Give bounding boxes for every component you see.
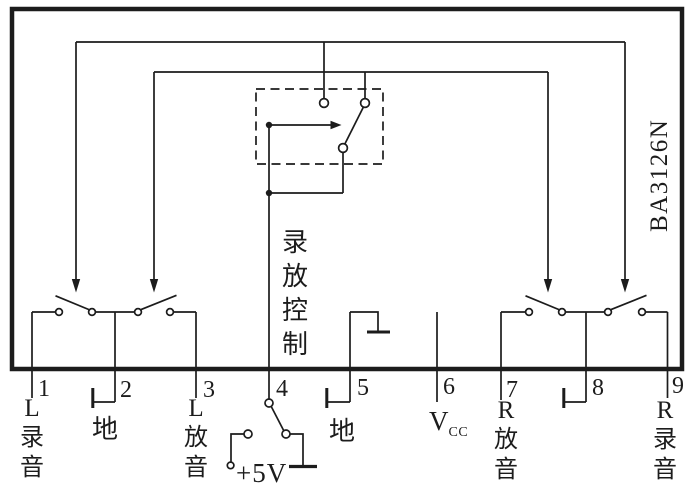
chip-name: BA3126N	[646, 118, 673, 232]
pin-number-7: 7	[506, 377, 518, 403]
switch-contact	[557, 307, 567, 317]
playback-control-bus	[149, 71, 553, 293]
pin9-label-char: 录	[653, 427, 677, 453]
external-mode-switch	[226, 398, 317, 470]
switch-lever	[270, 406, 285, 431]
control-label-char: 录	[281, 228, 308, 257]
pin5-ground-hook	[325, 388, 350, 408]
switch-lever	[55, 295, 90, 311]
switch-lever	[140, 294, 177, 311]
right-arrow-icon	[330, 120, 342, 130]
vcc-subscript: CC	[448, 425, 469, 440]
switch-contact	[165, 307, 175, 317]
mode-select-switch	[255, 88, 384, 197]
down-arrow-icon	[620, 279, 630, 293]
pin8-ground-hook	[562, 388, 586, 408]
switch-contact	[318, 97, 330, 109]
vcc-main: V	[429, 406, 449, 436]
pin1-label-char: 录	[20, 425, 44, 451]
pin5-label: 地	[329, 417, 356, 446]
pin9-label-char: 音	[653, 457, 677, 483]
pin7-label-char: 音	[494, 457, 518, 483]
switch-pole	[264, 398, 274, 408]
ic-outline	[9, 6, 685, 372]
pin-number-5: 5	[357, 375, 369, 401]
down-arrow-icon	[543, 279, 553, 293]
right-channel-switches	[500, 294, 669, 402]
pin3-label-char: 放	[184, 425, 208, 451]
control-label-char: 控	[281, 296, 308, 325]
control-label-char: 放	[281, 262, 308, 291]
switch-contact	[524, 307, 534, 317]
switch-lever	[344, 106, 365, 145]
pin-number-1: 1	[38, 376, 50, 402]
pin-number-3: 3	[203, 377, 215, 403]
supply-label: +5V	[236, 458, 288, 487]
switch-pole	[337, 142, 349, 154]
switch-lever	[610, 294, 647, 311]
pin1-label-char: L	[24, 395, 40, 422]
pin-number-8: 8	[592, 375, 604, 401]
control-label-char: 制	[281, 330, 308, 359]
switch-contact	[359, 97, 371, 109]
left-channel-switches	[31, 294, 197, 402]
pin6-vcc-label: VCC	[429, 408, 468, 446]
pin7-label-char: R	[497, 397, 515, 424]
pin1-label-char: 音	[20, 455, 44, 481]
pin2-label: 地	[92, 415, 119, 444]
pin9-label: R 录 音	[650, 398, 680, 483]
pin3-label-char: 音	[184, 455, 208, 481]
pin-number-4: 4	[276, 376, 288, 402]
record-control-bus	[71, 41, 630, 293]
down-arrow-icon	[71, 279, 81, 293]
pin5-internal-ground	[349, 311, 390, 402]
pin-number-6: 6	[443, 374, 455, 400]
pin3-label: L 放 音	[181, 396, 211, 481]
pin7-label-char: 放	[494, 427, 518, 453]
pin7-label: R 放 音	[491, 398, 521, 483]
switch-contact	[54, 307, 64, 317]
pin-number-9: 9	[672, 373, 684, 399]
switch-contact	[637, 307, 647, 317]
pin-number-2: 2	[120, 377, 132, 403]
record-playback-control-label: 录 放 控 制	[280, 229, 310, 358]
dashed-box	[255, 88, 384, 165]
pin3-label-char: L	[188, 395, 204, 422]
pin2-ground-hook	[91, 388, 115, 408]
ground-contact	[281, 429, 291, 439]
pin9-label-char: R	[656, 397, 674, 424]
switch-contact	[87, 307, 97, 317]
supply-contact	[243, 429, 253, 439]
supply-terminal	[226, 461, 235, 470]
down-arrow-icon	[149, 279, 159, 293]
switch-contact	[133, 307, 143, 317]
switch-contact	[603, 307, 613, 317]
pin1-label: L 录 音	[17, 396, 47, 481]
switch-lever	[525, 295, 560, 311]
